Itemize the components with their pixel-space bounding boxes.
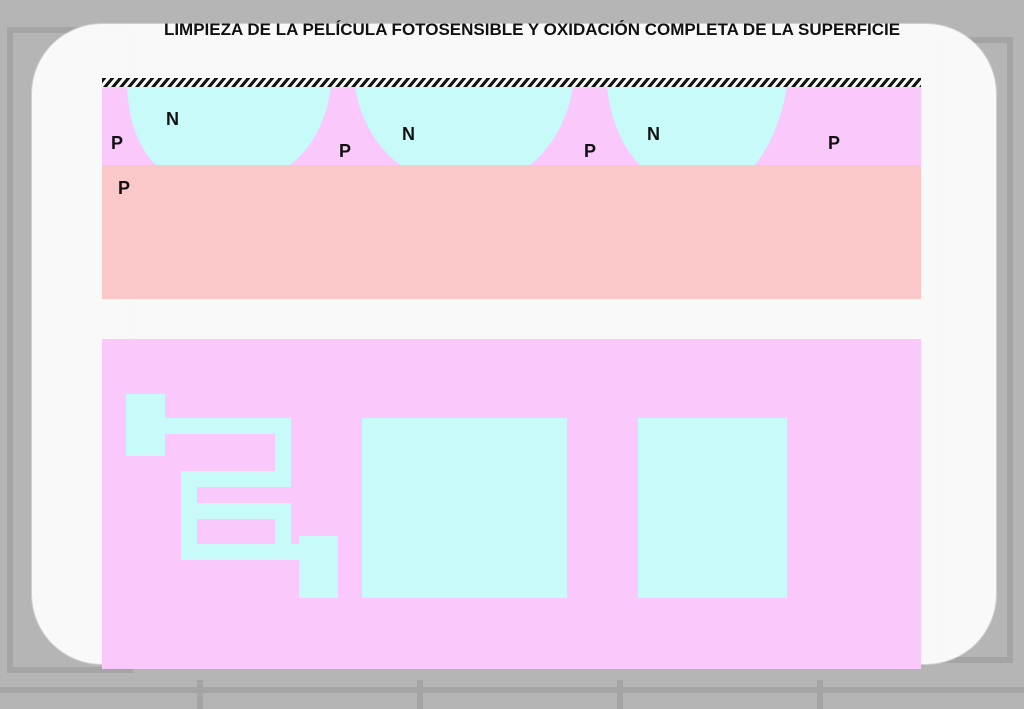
slide-title: LIMPIEZA DE LA PELÍCULA FOTOSENSIBLE Y O… bbox=[163, 20, 901, 39]
cross-section: N N N P P P P P bbox=[102, 78, 921, 299]
n-label-1: N bbox=[166, 109, 179, 129]
p-substrate bbox=[102, 165, 921, 299]
p-label-1: P bbox=[111, 133, 123, 153]
n-square-left bbox=[362, 418, 567, 598]
n-region-3 bbox=[607, 87, 787, 165]
n-square-right bbox=[638, 418, 787, 598]
substrate-label: P bbox=[118, 178, 130, 198]
n-label-2: N bbox=[402, 124, 415, 144]
p-label-4: P bbox=[828, 133, 840, 153]
top-view bbox=[102, 339, 921, 669]
p-label-3: P bbox=[584, 141, 596, 161]
n-label-3: N bbox=[647, 124, 660, 144]
p-label-2: P bbox=[339, 141, 351, 161]
resistor-pattern bbox=[126, 394, 338, 598]
n-region-1 bbox=[127, 87, 331, 165]
n-region-2 bbox=[355, 87, 573, 165]
oxide-layer bbox=[102, 78, 921, 87]
